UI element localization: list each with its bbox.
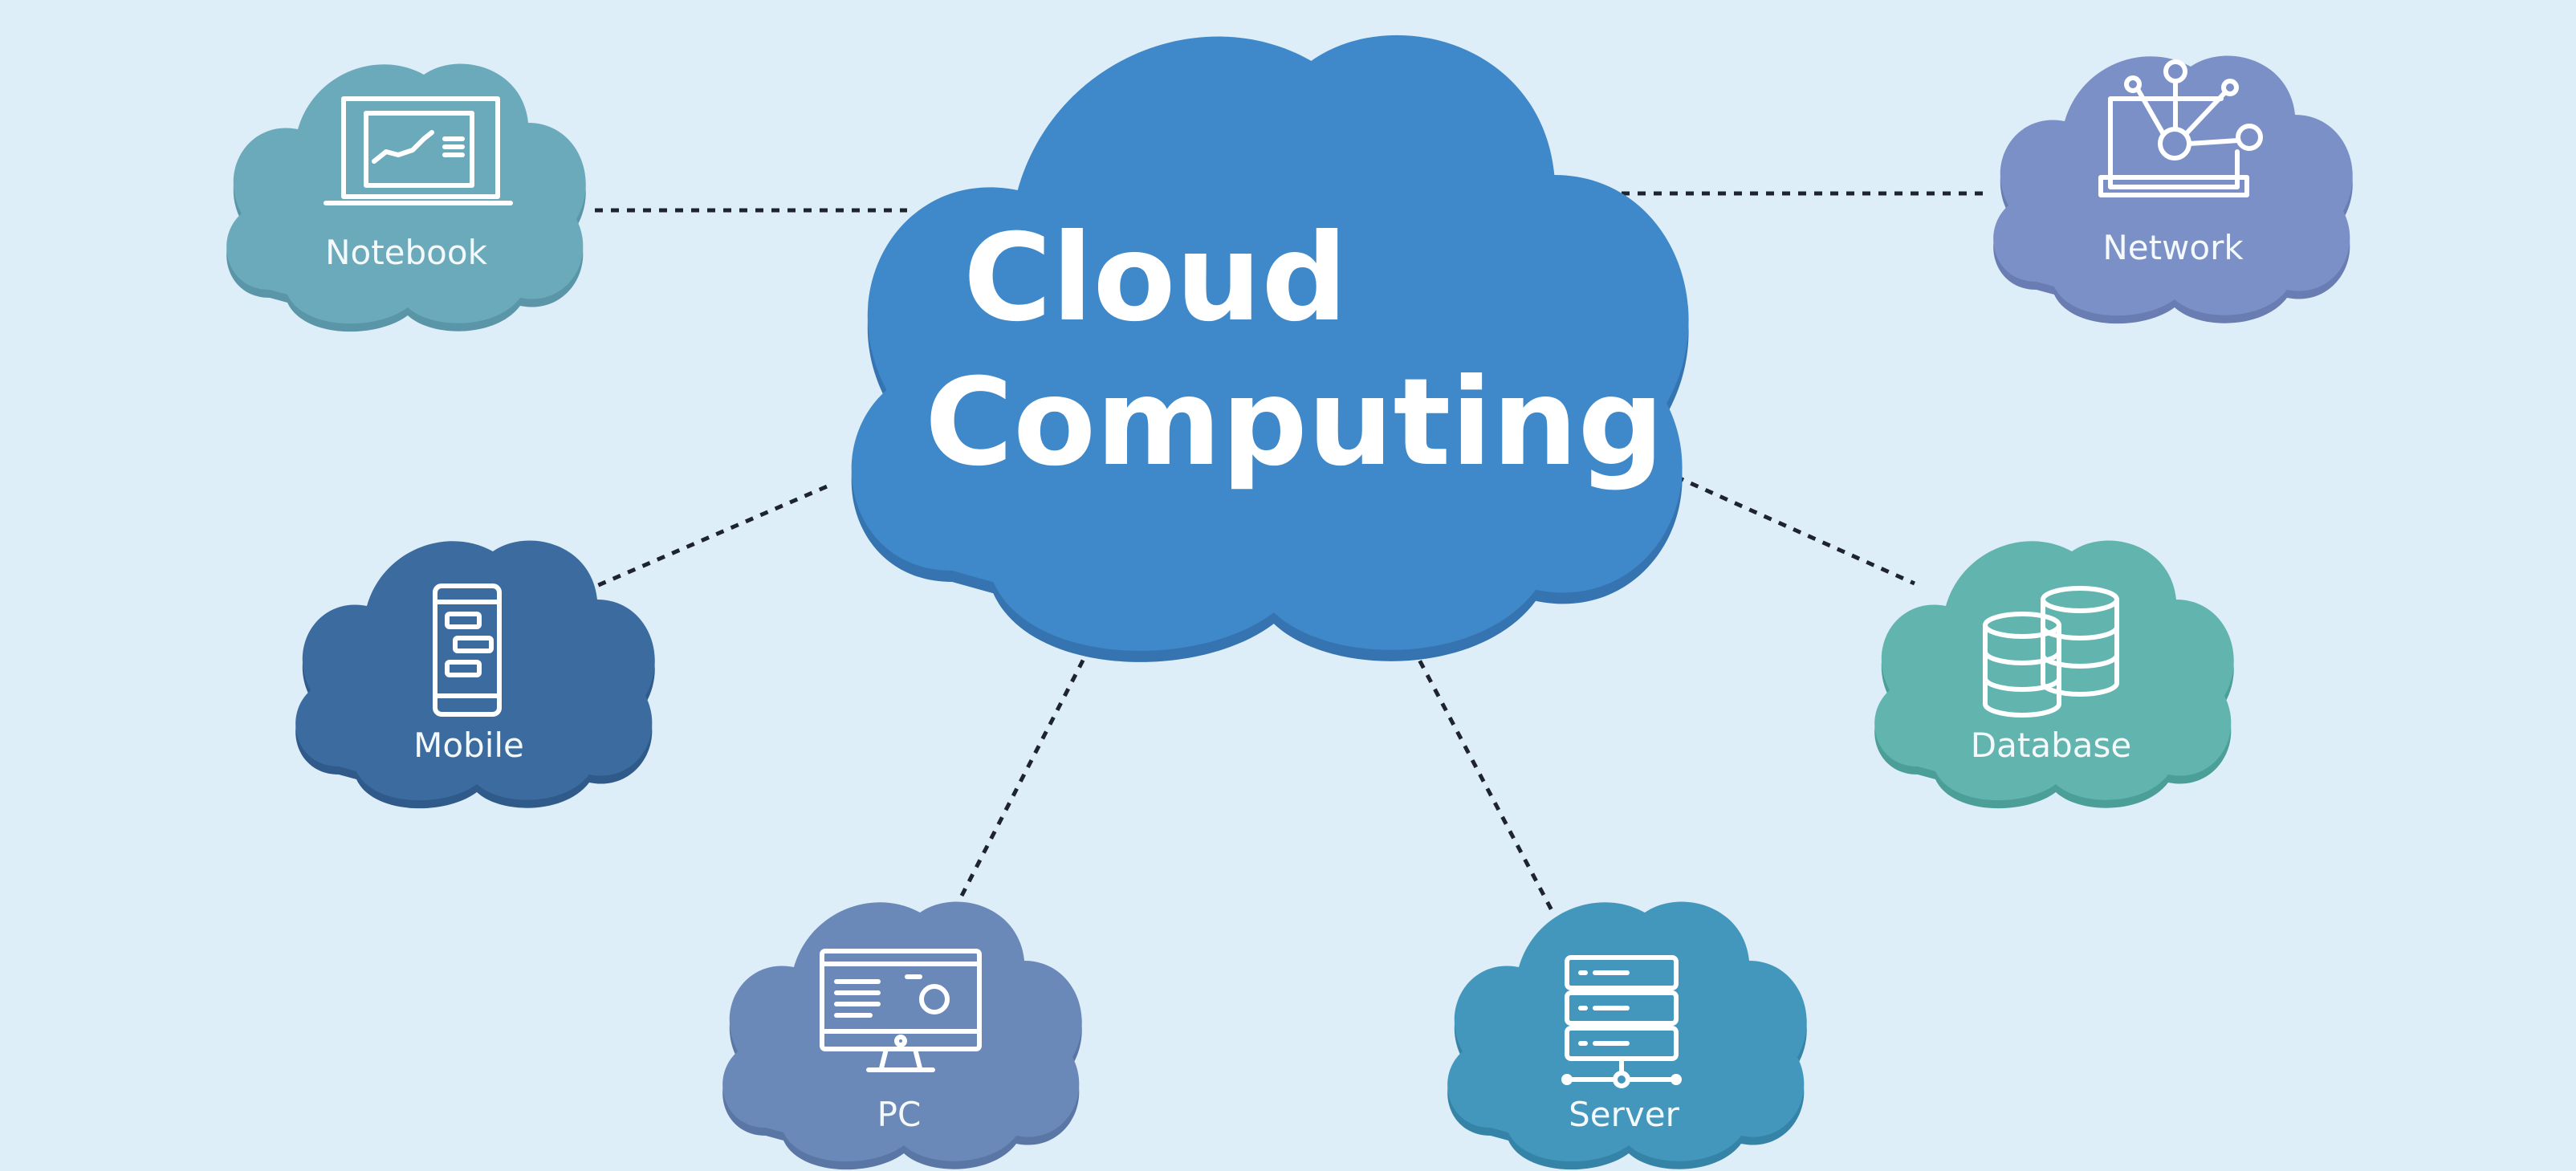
node-label: Network [2102, 228, 2244, 267]
connector-pc [959, 656, 1087, 897]
node-server: Server [1447, 901, 1807, 1170]
node-notebook: Notebook [226, 63, 586, 332]
smartphone-icon [433, 583, 502, 717]
node-label: Server [1569, 1095, 1679, 1134]
node-database: Database [1874, 540, 2234, 809]
node-mobile: Mobile [295, 540, 655, 809]
node-label: Mobile [413, 726, 524, 765]
database-icon [1983, 586, 2119, 718]
connector-mobile [583, 482, 832, 594]
node-label: Notebook [325, 233, 487, 272]
node-pc: PC [722, 901, 1082, 1170]
laptop-icon [324, 96, 513, 205]
title-line-2: Computing [925, 353, 1664, 493]
network-icon [2098, 59, 2263, 197]
server-icon [1561, 955, 1682, 1088]
node-label: Database [1971, 726, 2131, 765]
node-label: PC [877, 1095, 922, 1134]
title-line-1: Cloud [963, 209, 1348, 348]
monitor-icon [820, 949, 982, 1072]
connector-server [1402, 631, 1555, 913]
connector-database [1675, 474, 1916, 586]
node-network: Network [1993, 55, 2353, 324]
connectors [583, 191, 1991, 913]
main-cloud: Cloud Computing [851, 35, 1689, 662]
